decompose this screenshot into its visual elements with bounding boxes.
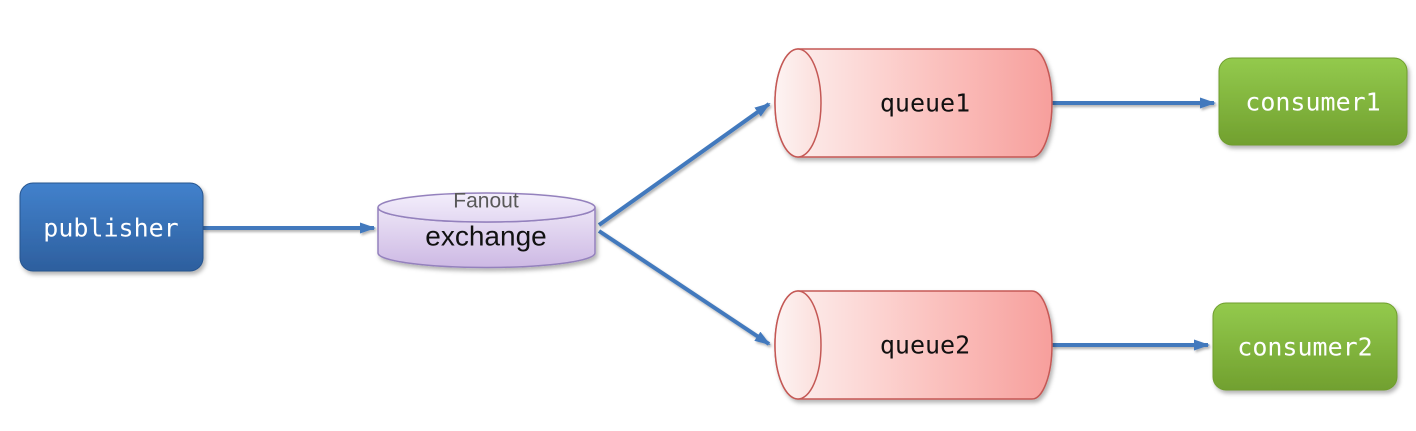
queue2-shape [774, 290, 1053, 400]
consumer1-shape [1218, 57, 1408, 146]
publisher-shape [19, 182, 204, 272]
edges-layer [203, 97, 1216, 351]
consumer2-shape [1212, 302, 1398, 391]
consumer1-label: consumer1 [1245, 88, 1380, 117]
exchange-type-label: Fanout [453, 190, 519, 213]
edge-exchange-to-queue1 [597, 102, 771, 227]
queue1-node: queue1 [774, 48, 1053, 158]
queue2-node: queue2 [774, 290, 1053, 400]
exchange-cylinder-top [377, 192, 596, 223]
consumer1-node: consumer1 [1218, 57, 1408, 146]
publisher-label: publisher [43, 214, 178, 243]
consumer2-node: consumer2 [1212, 302, 1398, 391]
exchange-node: Fanout exchange [377, 190, 596, 269]
exchange-shape [377, 192, 596, 269]
queue1-shape [774, 48, 1053, 158]
queue1-cylinder-cap [774, 48, 822, 158]
exchange-label: exchange [425, 221, 546, 252]
queue2-cylinder-cap [774, 290, 822, 400]
consumer2-label: consumer2 [1237, 333, 1372, 362]
queue2-label: queue2 [880, 331, 970, 360]
queue1-label: queue1 [880, 89, 970, 118]
edge-exchange-to-queue2 [597, 229, 771, 346]
publisher-node: publisher [19, 182, 204, 272]
